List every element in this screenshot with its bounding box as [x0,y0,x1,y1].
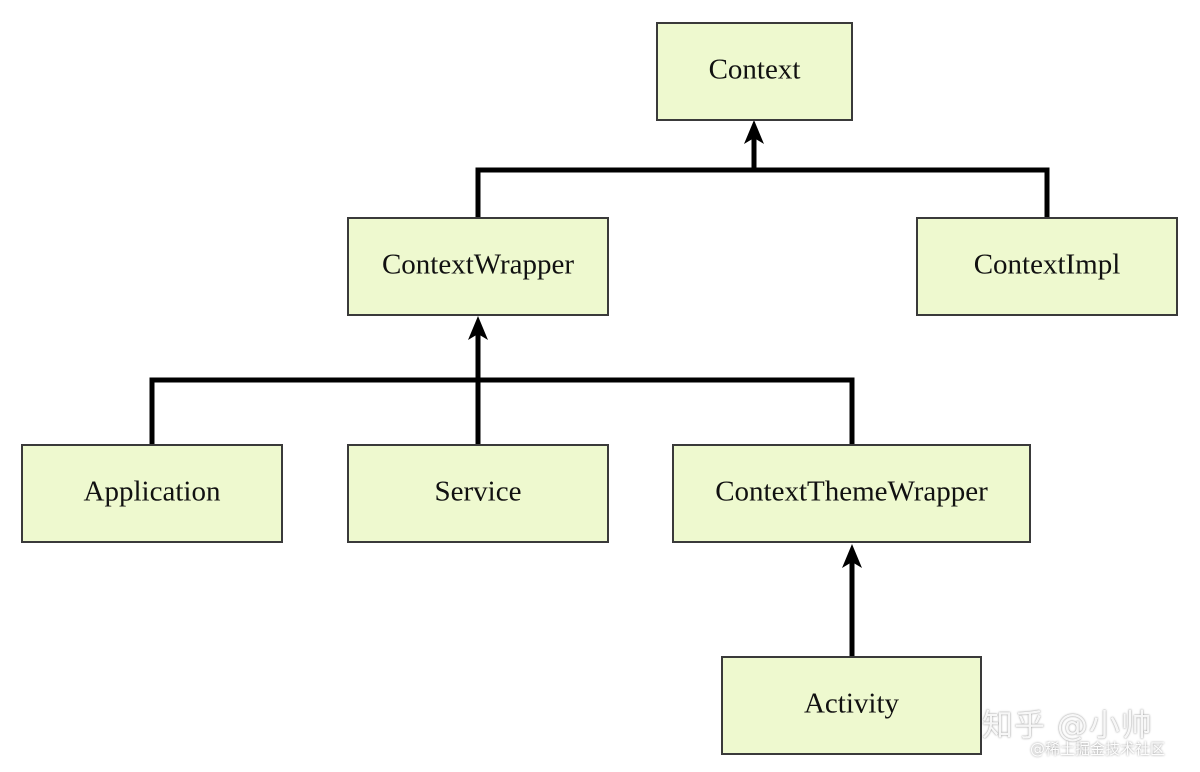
arrowhead-icon [744,120,764,144]
watermark-zhihu: 知乎 @小帅 [982,708,1153,744]
node-label: ContextImpl [974,249,1121,281]
node-box [916,217,1178,316]
node-context: Context [656,22,853,121]
node-box [672,444,1031,543]
edge-subclasses-to-contextwrapper [149,316,855,444]
node-box [656,22,853,121]
node-service: Service [347,444,609,543]
node-application: Application [21,444,283,543]
node-label: ContextThemeWrapper [715,476,988,508]
edge-activity-to-contextthemewrapper [842,544,862,657]
node-activity: Activity [721,656,982,755]
node-label: Application [84,476,221,508]
arrowhead-icon [842,544,862,568]
node-box [21,444,283,543]
node-box [721,656,982,755]
node-label: Activity [804,688,900,720]
node-context-wrapper: ContextWrapper [347,217,609,316]
node-box [347,444,609,543]
node-context-impl: ContextImpl [916,217,1178,316]
watermark-juejin: @稀土掘金技术社区 [1030,740,1166,758]
node-label: Service [435,476,522,508]
node-label: Context [709,54,801,86]
node-label: ContextWrapper [382,249,574,281]
arrowhead-icon [468,316,488,340]
edge-line [149,377,855,444]
node-context-theme-wrapper: ContextThemeWrapper [672,444,1031,543]
edge-contextwrapper-contextimpl-to-context [475,120,1050,217]
node-box [347,217,609,316]
edge-line [475,167,1050,217]
